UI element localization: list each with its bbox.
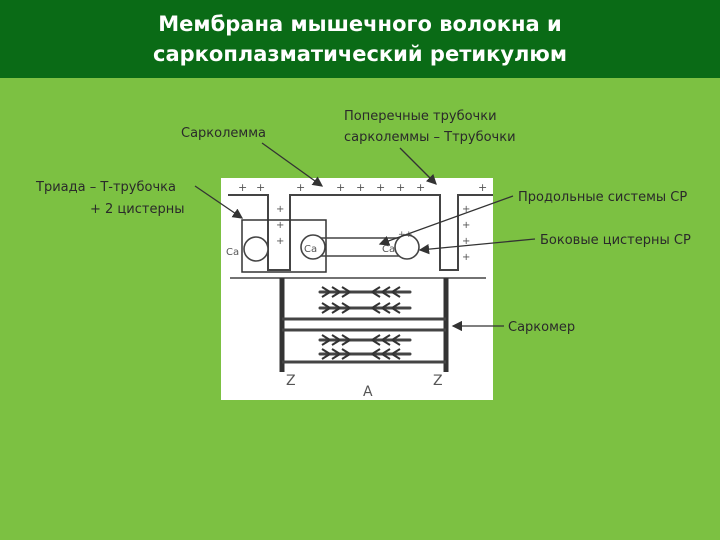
label-triad-line1: Триада – Т-трубочка	[35, 180, 176, 195]
plus-sign: +	[256, 181, 265, 194]
plus-sign: +	[398, 230, 406, 240]
label-triad-line2: + 2 цистерны	[90, 202, 184, 217]
label-longitudinal-sr: Продольные системы СР	[518, 190, 687, 205]
z-label: Z	[433, 373, 443, 389]
a-band-label: A	[363, 384, 373, 400]
plus-sign: +	[478, 181, 487, 194]
plus-sign: +	[356, 181, 365, 194]
label-t-tubules-line2: сарколеммы – Ттрубочки	[344, 130, 516, 145]
callout-arrows	[194, 142, 536, 332]
page-title-line1: Мембрана мышечного волокна и	[158, 12, 562, 36]
label-lateral-cisterns: Боковые цистерны СР	[540, 233, 691, 248]
plus-sign: +	[276, 204, 284, 215]
arrow-longitudinal-sr	[378, 195, 514, 246]
plus-sign: +	[376, 181, 385, 194]
label-t-tubules-line1: Поперечные трубочки	[344, 109, 497, 124]
sarcolemma-membrane	[228, 194, 493, 271]
plus-sign: +	[276, 236, 284, 247]
arrow-sarcolemma	[261, 142, 324, 187]
calcium-label: Ca	[304, 244, 317, 255]
figure-panel	[221, 178, 493, 400]
z-label: Z	[286, 373, 296, 389]
plus-sign: +	[462, 252, 470, 263]
plus-sign: +	[336, 181, 345, 194]
arrow-lateral-cisterns	[418, 238, 536, 255]
plus-sign: +	[396, 181, 405, 194]
title-bar: Мембрана мышечного волокна и саркоплазма…	[0, 0, 720, 78]
page-title-line2: саркоплазматический ретикулюм	[153, 42, 567, 66]
sarcomere-figure	[230, 277, 486, 372]
plus-sign: +	[416, 181, 425, 194]
plus-sign: +	[296, 181, 305, 194]
sarcolemma-charges: + + + + + + + + +	[238, 181, 487, 194]
calcium-label: Ca	[226, 247, 239, 258]
lateral-cistern	[243, 236, 269, 262]
plus-sign: +	[462, 220, 470, 231]
plus-sign: +	[462, 236, 470, 247]
lateral-cistern	[300, 234, 326, 260]
plus-sign: +	[238, 181, 247, 194]
label-sarcolemma: Сарколемма	[181, 126, 266, 141]
label-sarcomere: Саркомер	[508, 320, 575, 335]
arrow-t-tubules	[399, 147, 437, 185]
triad-box	[241, 219, 327, 273]
calcium-label: Ca	[382, 244, 395, 255]
plus-sign: +	[276, 220, 284, 231]
plus-sign: +	[462, 204, 470, 215]
plus-sign: +	[405, 230, 413, 240]
arrow-triad	[194, 185, 244, 219]
t-tubule-charges: + + + + + + +	[276, 204, 470, 263]
